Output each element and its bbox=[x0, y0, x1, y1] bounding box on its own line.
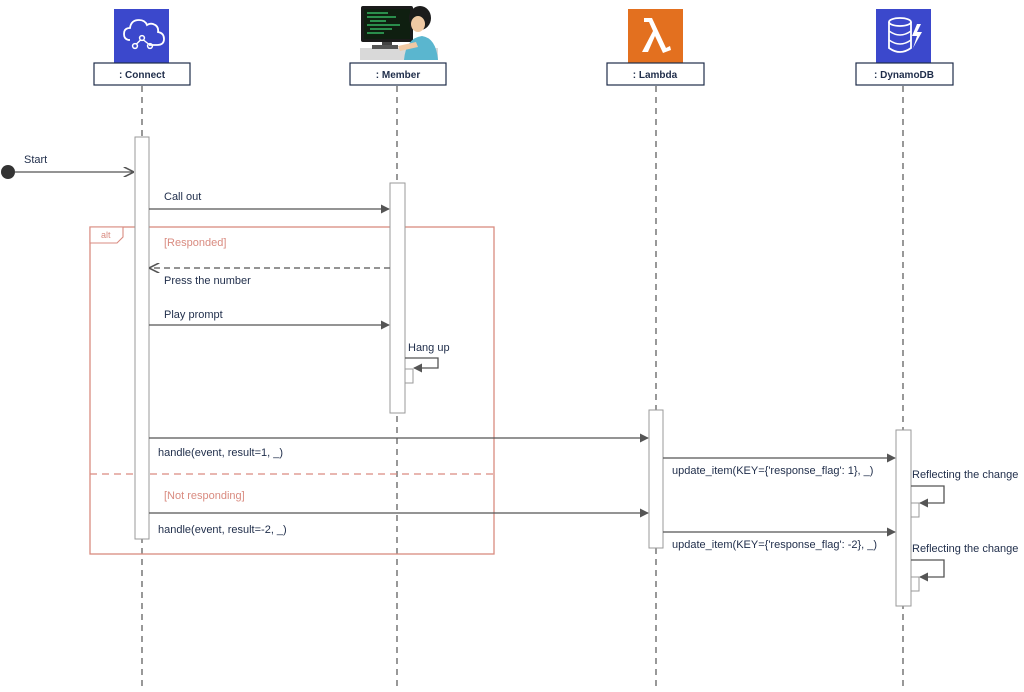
dynamodb-activation bbox=[895, 429, 912, 607]
person-at-computer-icon bbox=[360, 6, 438, 60]
dynamodb-self-activation-2 bbox=[910, 576, 920, 592]
guard-not-responding: [Not responding] bbox=[164, 490, 245, 502]
participant-connect: : Connect bbox=[93, 62, 191, 86]
dynamodb-icon bbox=[876, 9, 931, 64]
call-out-label: Call out bbox=[164, 191, 201, 203]
alt-fragment-label: alt bbox=[101, 230, 111, 240]
alt-fragment: alt [Responded] [Not responding] bbox=[89, 226, 495, 555]
participant-member-label: : Member bbox=[376, 70, 421, 81]
member-self-activation bbox=[404, 368, 414, 384]
member-activation bbox=[389, 182, 406, 414]
reflect-1-arrow bbox=[911, 485, 945, 508]
handle-fail-label: handle(event, result=-2, _) bbox=[158, 524, 287, 536]
start-node bbox=[1, 165, 15, 179]
update-success-label: update_item(KEY={'response_flag': 1}, _) bbox=[672, 465, 873, 477]
participant-lambda-label: : Lambda bbox=[633, 70, 678, 81]
lambda-activation bbox=[648, 409, 664, 549]
press-number-label: Press the number bbox=[164, 275, 251, 287]
amazon-connect-icon bbox=[114, 9, 169, 64]
guard-responded: [Responded] bbox=[164, 237, 226, 249]
connect-activation bbox=[134, 136, 150, 540]
participant-connect-label: : Connect bbox=[119, 70, 166, 81]
hang-up-label: Hang up bbox=[408, 342, 450, 354]
participant-dynamodb: : DynamoDB bbox=[855, 62, 954, 86]
reflect-2-arrow bbox=[911, 559, 945, 582]
aws-lambda-icon bbox=[628, 9, 683, 64]
start-label: Start bbox=[24, 154, 47, 166]
reflect-1-label: Reflecting the change bbox=[912, 469, 1018, 481]
participant-dynamodb-label: : DynamoDB bbox=[874, 70, 934, 81]
dynamodb-self-activation-1 bbox=[910, 502, 920, 518]
handle-success-label: handle(event, result=1, _) bbox=[158, 447, 283, 459]
participant-lambda: : Lambda bbox=[606, 62, 705, 86]
update-fail-label: update_item(KEY={'response_flag': -2}, _… bbox=[672, 539, 877, 551]
play-prompt-label: Play prompt bbox=[164, 309, 223, 321]
hang-up-arrow bbox=[405, 357, 439, 373]
reflect-2-label: Reflecting the change bbox=[912, 543, 1018, 555]
participant-member: : Member bbox=[349, 62, 447, 86]
